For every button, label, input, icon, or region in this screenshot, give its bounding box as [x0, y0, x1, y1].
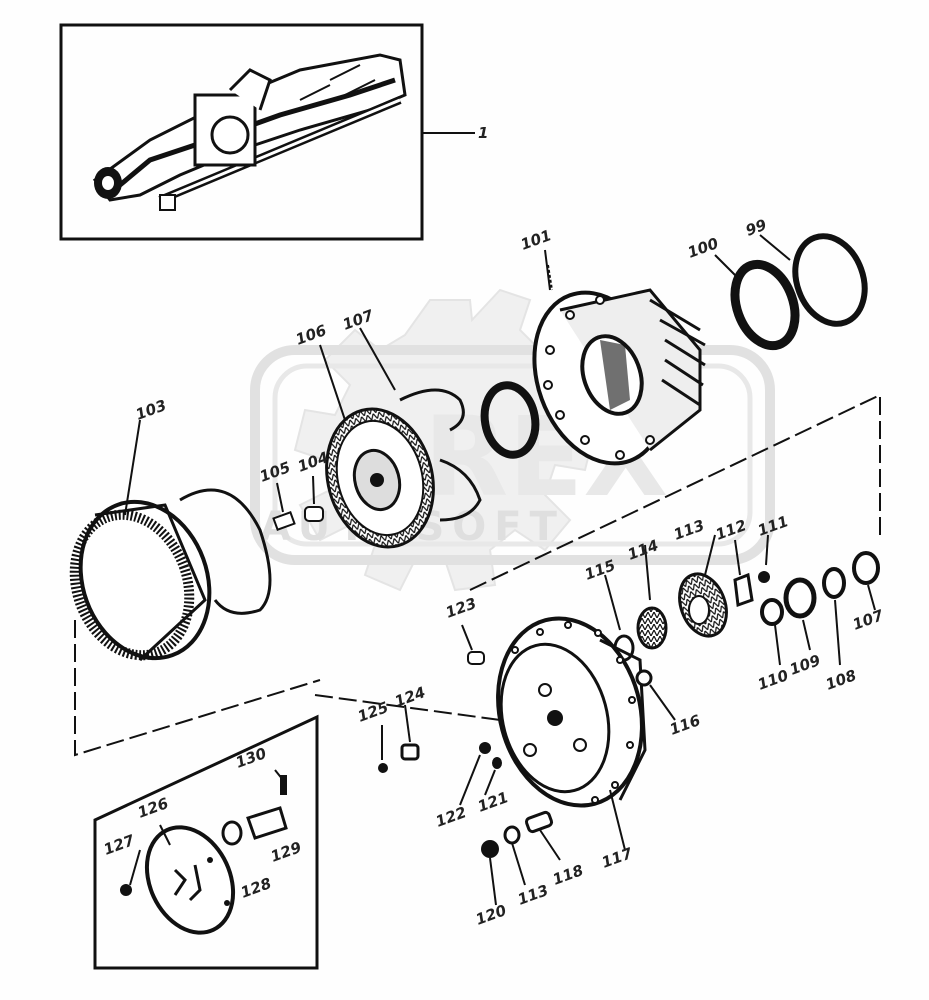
label-128: 128: [238, 874, 274, 902]
label-101: 101: [518, 226, 554, 254]
label-120: 120: [473, 901, 509, 929]
label-113-bottom: 113: [515, 881, 551, 909]
axle-assembly-inset: [59, 23, 475, 241]
part-125: [378, 763, 388, 773]
part-113-small: [503, 825, 521, 845]
label-121: 121: [475, 788, 511, 816]
part-118: [524, 810, 554, 834]
part-109: [783, 577, 817, 619]
label-108: 108: [823, 666, 859, 694]
part-111: [758, 571, 770, 583]
label-122: 122: [433, 803, 469, 831]
label-109: 109: [787, 651, 823, 679]
part-121: [492, 757, 502, 769]
hub-housing-101: [532, 264, 706, 466]
part-120: [481, 840, 499, 858]
label-117: 117: [599, 844, 635, 872]
label-111: 111: [755, 512, 791, 540]
leader-lines: [124, 234, 876, 906]
label-107-right: 107: [850, 606, 886, 634]
label-107-top: 107: [340, 306, 376, 334]
ring-gear-106: [69, 499, 212, 662]
part-129: [246, 806, 288, 840]
part-123: [467, 651, 485, 665]
part-110: [760, 598, 784, 626]
seal-ring: [480, 381, 540, 459]
part-112: [733, 572, 754, 608]
label-127: 127: [101, 831, 137, 859]
label-110: 110: [755, 666, 791, 694]
gear-106: [325, 407, 435, 549]
part-114: [636, 606, 668, 650]
part-116: [635, 669, 653, 687]
label-124: 124: [392, 683, 428, 711]
snap-ring: [179, 488, 272, 615]
label-113-top: 113: [671, 516, 707, 544]
part-124: [400, 743, 420, 761]
part-122: [479, 742, 491, 754]
label-123: 123: [443, 594, 479, 622]
part-127: [120, 884, 132, 896]
label-1: 1: [478, 124, 488, 142]
part-107: [852, 551, 880, 585]
label-125: 125: [355, 698, 391, 726]
part-128: [221, 820, 243, 846]
label-129: 129: [268, 838, 304, 866]
part-108: [822, 567, 846, 599]
dashed-boundary: [74, 393, 881, 757]
label-100: 100: [685, 234, 721, 262]
label-106-center: 106: [293, 321, 329, 349]
ring-103: [399, 388, 465, 432]
cover-inset: [93, 714, 319, 970]
label-99: 99: [743, 216, 769, 240]
pin-105-104: [272, 475, 324, 531]
label-130: 130: [233, 744, 269, 772]
bearing-113: [678, 572, 728, 638]
ring-99: [792, 233, 868, 327]
label-103: 103: [133, 396, 169, 424]
planet-carrier-117: [496, 616, 647, 808]
label-118: 118: [550, 861, 586, 889]
seal-100: [730, 259, 800, 351]
